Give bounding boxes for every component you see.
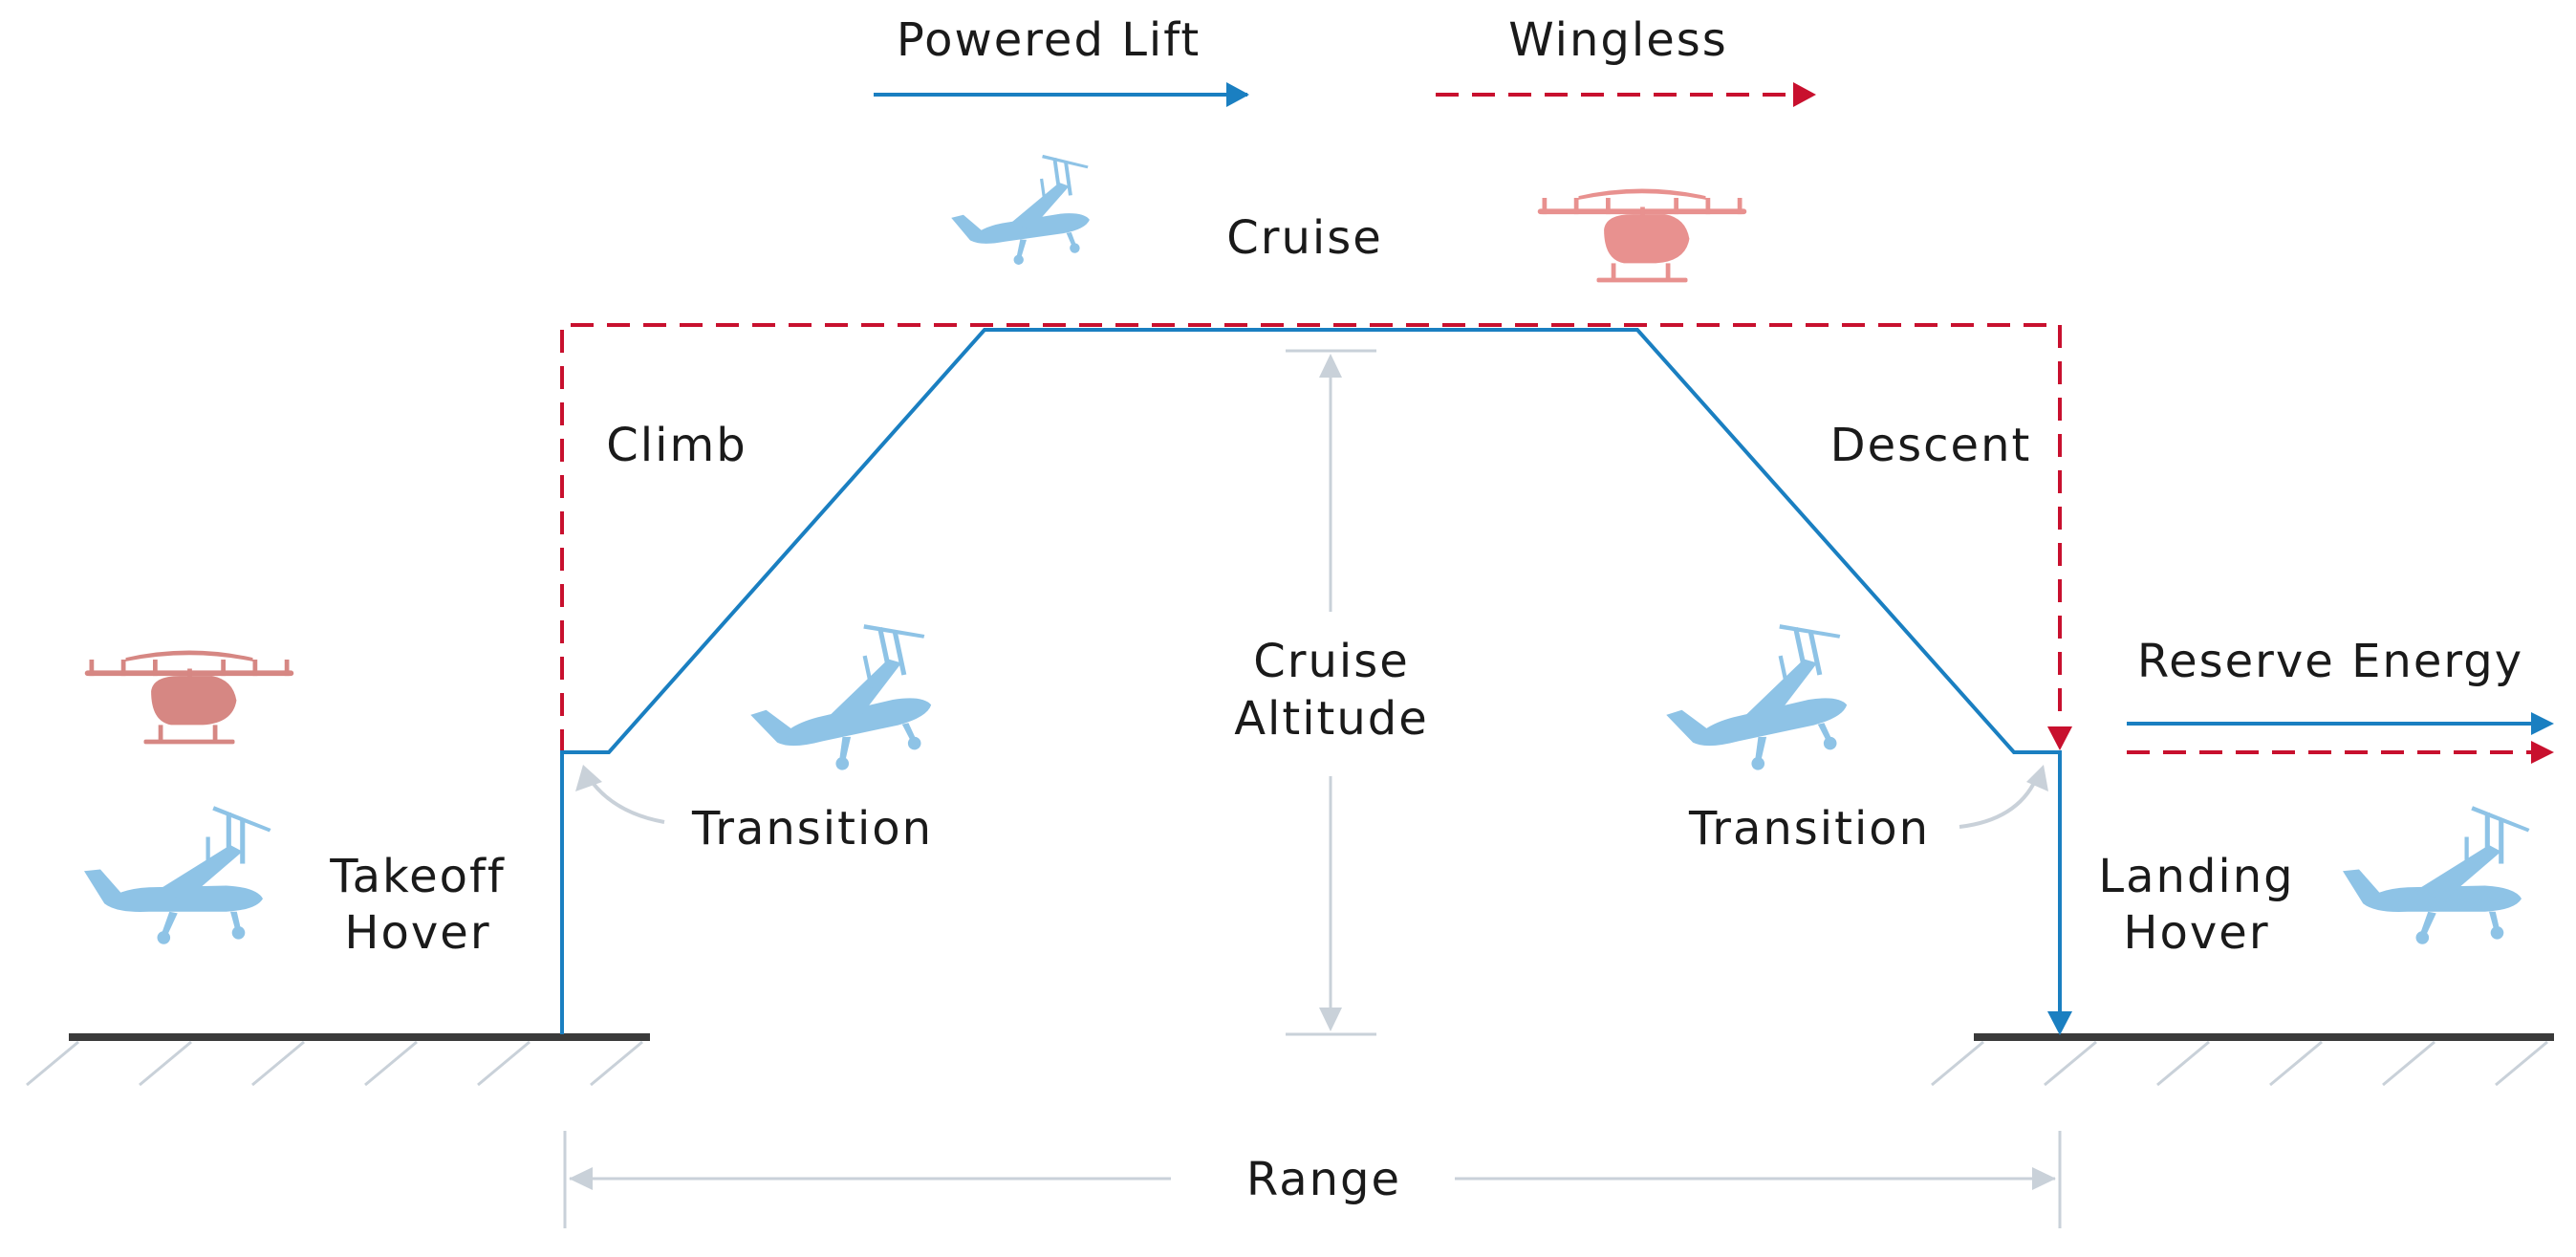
ground-left <box>26 1033 650 1087</box>
transition-right-pointer <box>1959 778 2038 829</box>
powered-lift-landing-arrowhead <box>2047 1011 2072 1035</box>
transition-right-pointer-head <box>2026 765 2048 791</box>
transition-left-pointer <box>586 774 665 824</box>
tilt-rotor-evtol-icon <box>1653 612 1865 787</box>
cruise-altitude-dimension <box>1286 349 1376 1036</box>
transition-left-label: Transition <box>691 802 933 856</box>
reserve-energy-label: Reserve Energy <box>2137 635 2523 688</box>
cruise-altitude-label-line2: Altitude <box>1234 692 1429 746</box>
reserve-energy-powered-lift-arrowhead <box>2531 712 2554 735</box>
tilt-rotor-evtol-icon <box>737 612 949 787</box>
transition-right-label: Transition <box>1688 802 1930 856</box>
legend-wingless-arrowhead <box>1793 82 1816 107</box>
takeoff-hover-label-line1: Takeoff <box>329 850 506 903</box>
legend-powered-lift-label: Powered Lift <box>897 13 1201 67</box>
tilt-rotor-evtol-icon <box>943 148 1101 273</box>
powered-lift-flight-profile <box>560 328 2062 1034</box>
descent-label: Descent <box>1830 419 2032 472</box>
tilt-rotor-evtol-icon <box>84 806 271 944</box>
wingless-flight-profile <box>560 323 2062 752</box>
cruise-label: Cruise <box>1226 211 1383 265</box>
takeoff-hover-label-line2: Hover <box>344 906 490 960</box>
range-arrow-right <box>2032 1167 2056 1190</box>
cruise-altitude-arrow-up <box>1319 354 1342 378</box>
climb-label: Climb <box>606 419 747 472</box>
tilt-rotor-evtol-icon <box>2343 806 2530 944</box>
cruise-altitude-label-line1: Cruise <box>1253 635 1410 688</box>
range-label: Range <box>1246 1153 1401 1206</box>
multicopter-icon <box>84 650 294 745</box>
landing-hover-label-line2: Hover <box>2123 906 2269 960</box>
reserve-energy-wingless-arrowhead <box>2531 741 2554 764</box>
legend-wingless-label: Wingless <box>1508 13 1728 67</box>
cruise-altitude-arrow-down <box>1319 1008 1342 1031</box>
legend-powered-lift-arrowhead <box>1226 82 1249 107</box>
ground-right <box>1931 1033 2554 1087</box>
range-dimension <box>563 1131 2062 1228</box>
multicopter-icon <box>1537 188 1747 283</box>
transition-left-pointer-head <box>575 765 602 791</box>
landing-hover-label-line1: Landing <box>2098 850 2294 903</box>
wingless-descent-arrowhead <box>2047 726 2072 750</box>
range-arrow-left <box>569 1167 593 1190</box>
